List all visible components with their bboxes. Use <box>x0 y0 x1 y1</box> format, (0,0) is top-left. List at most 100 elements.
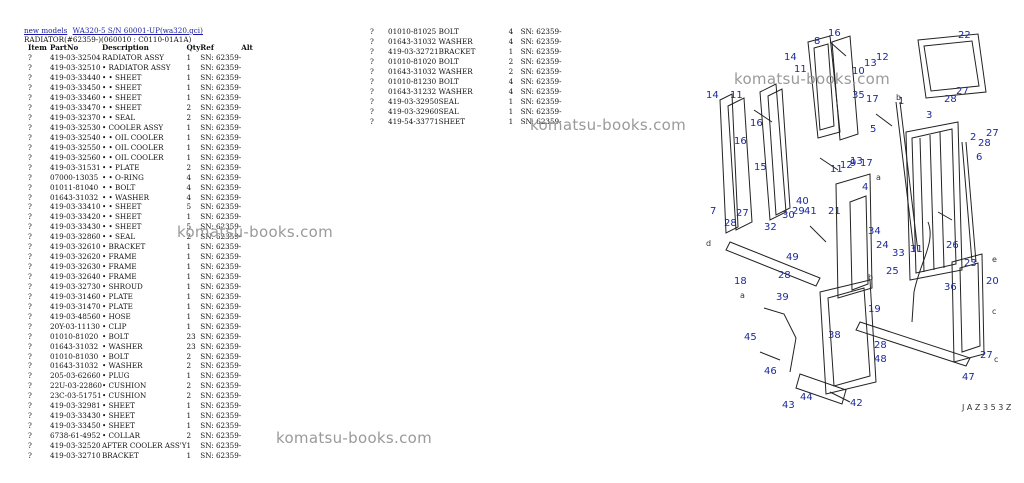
cell-ref: SN: 62359- <box>520 87 562 97</box>
cell-ref: SN: 62359- <box>200 431 242 441</box>
cell-ref: SN: 62359- <box>200 53 242 63</box>
cell-ref: SN: 62359- <box>200 331 242 341</box>
cell-ref: SN: 62359- <box>200 321 242 331</box>
svg-text:12: 12 <box>876 52 889 63</box>
svg-text:14: 14 <box>706 90 719 101</box>
cell-desc: • • BOLT <box>101 182 136 192</box>
cell-partno: 419-03-33440 <box>50 73 101 83</box>
cell-alt <box>241 192 253 202</box>
cell-ref: SN: 62359- <box>200 351 242 361</box>
cell-ref: SN: 62359- <box>200 311 242 321</box>
cell-desc: SEAL <box>438 97 459 107</box>
svg-text:24: 24 <box>876 240 889 251</box>
cell-ref: SN: 62359- <box>200 93 242 103</box>
cell-item: ? <box>370 106 374 116</box>
cell-partno: 01010-81020 <box>50 331 99 341</box>
cell-partno: 01643-31032 <box>50 192 99 202</box>
cell-item: ? <box>28 83 32 93</box>
cell-item: ? <box>28 301 32 311</box>
cell-ref: SN: 62359- <box>200 381 242 391</box>
new-models-link[interactable]: new models <box>24 26 68 35</box>
cell-ref: SN: 62359- <box>200 182 242 192</box>
cell-alt <box>241 441 253 451</box>
cell-partno: 01643-31032 <box>388 67 437 77</box>
cell-item: ? <box>28 331 32 341</box>
cell-alt <box>241 212 253 222</box>
cell-item: ? <box>28 172 32 182</box>
cell-qty: 1 <box>186 401 192 411</box>
svg-text:41: 41 <box>804 206 817 217</box>
cell-item: ? <box>370 77 374 87</box>
cell-ref: SN: 62359- <box>520 57 562 67</box>
svg-text:46: 46 <box>764 366 777 377</box>
model-serial-link[interactable]: WA320-5 S/N 60001-UP(wa320.gci) <box>72 26 203 35</box>
parts-table-left: Item PartNo Description Qty Ref Alt ?419… <box>24 43 253 460</box>
svg-text:29: 29 <box>792 206 805 217</box>
cell-qty: 4 <box>186 172 192 182</box>
cell-partno: 419-03-33410 <box>50 202 101 212</box>
cell-item: ? <box>370 57 374 67</box>
cell-item: ? <box>370 97 374 107</box>
cell-ref: SN: 62359- <box>200 113 242 123</box>
svg-text:38: 38 <box>828 330 841 341</box>
cell-qty: 2 <box>508 67 514 77</box>
cell-alt <box>241 431 253 441</box>
cell-partno: 419-03-32960 <box>388 106 439 116</box>
cell-alt <box>241 152 253 162</box>
cell-partno: 01010-81020 <box>388 57 437 67</box>
cell-alt <box>241 371 253 381</box>
cell-item: ? <box>28 252 32 262</box>
col-partno: PartNo <box>50 43 79 53</box>
cell-ref: SN: 62359- <box>200 252 242 262</box>
svg-text:21: 21 <box>828 206 841 217</box>
cell-partno: 419-54-33771 <box>388 116 439 126</box>
cell-desc: • FRAME <box>101 262 137 272</box>
cell-desc: WASHER <box>438 87 473 97</box>
cell-alt <box>241 351 253 361</box>
cell-qty: 2 <box>186 351 192 361</box>
cell-desc: • • SHEET <box>101 93 142 103</box>
cell-alt <box>241 341 253 351</box>
cell-desc: • BOLT <box>101 331 129 341</box>
cell-item: ? <box>28 103 32 113</box>
svg-text:35: 35 <box>852 90 865 101</box>
cell-partno: 01643-31032 <box>50 341 99 351</box>
cell-ref: SN: 62359- <box>200 142 242 152</box>
svg-text:48: 48 <box>874 354 887 365</box>
cell-qty: 2 <box>186 391 192 401</box>
cell-partno: 419-03-32560 <box>50 152 101 162</box>
cell-item: ? <box>28 381 32 391</box>
cell-alt <box>241 113 253 123</box>
svg-text:42: 42 <box>850 398 863 409</box>
table-header: Item PartNo Description Qty Ref Alt <box>24 43 253 53</box>
svg-text:a: a <box>876 173 881 182</box>
svg-text:28: 28 <box>944 94 957 105</box>
cell-alt <box>241 252 253 262</box>
cell-qty: 2 <box>186 103 192 113</box>
cell-item: ? <box>28 371 32 381</box>
cell-alt <box>241 381 253 391</box>
cell-qty: 1 <box>186 122 192 132</box>
cell-qty: 4 <box>508 77 514 87</box>
cell-desc: • • SHEET <box>101 73 142 83</box>
cell-ref: SN: 62359- <box>200 172 242 182</box>
col-qty: Qty <box>186 43 201 53</box>
svg-text:1: 1 <box>898 96 904 107</box>
svg-text:47: 47 <box>962 372 975 383</box>
cell-desc: BOLT <box>438 27 459 37</box>
cell-partno: 419-03-32610 <box>50 242 101 252</box>
